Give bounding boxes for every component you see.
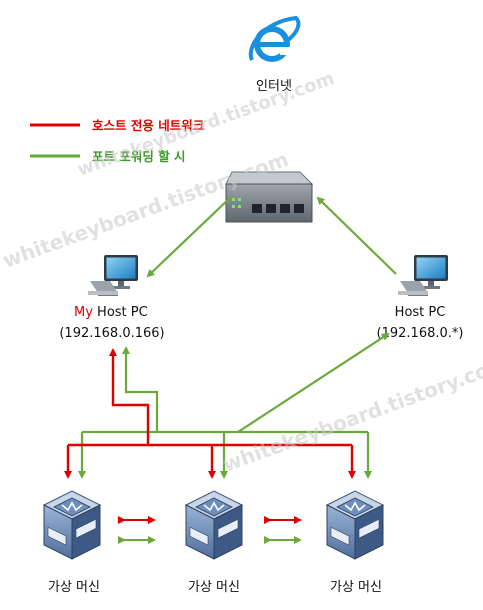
internet-label: 인터넷 [256, 79, 292, 94]
vm-1-label: 가상 머신 [48, 580, 100, 595]
my-host-pc-prefix: My [74, 305, 93, 320]
host-pc-icon [398, 255, 448, 296]
arrow-host-to-switch [316, 196, 397, 275]
network-switch-icon [225, 171, 314, 223]
legend-host-only-label: 호스트 전용 네트워크 [92, 118, 205, 133]
my-host-pc-name: Host PC [93, 305, 148, 320]
vm-3-virtualbox-icon [326, 490, 384, 560]
green-link-my-host [122, 346, 159, 432]
host-pc-ip: (192.168.0.*) [377, 326, 464, 341]
red-link-my-host [109, 348, 150, 445]
my-host-pc-icon [88, 255, 138, 296]
vm-3-label: 가상 머신 [330, 580, 382, 595]
my-host-pc-label: My Host PC [74, 305, 148, 320]
arrow-my-host-to-switch [146, 195, 233, 278]
arrow-lan-to-host [237, 332, 390, 433]
host-pc-name: Host PC [395, 305, 446, 320]
vm-2-virtualbox-icon [185, 490, 243, 560]
internet-explorer-icon [248, 15, 301, 62]
my-host-pc-ip: (192.168.0.166) [59, 326, 164, 341]
vm-2-label: 가상 머신 [188, 580, 240, 595]
legend-port-forwarding-label: 포트 포워딩 할 시 [92, 149, 186, 164]
vm-1-virtualbox-icon [43, 490, 101, 560]
